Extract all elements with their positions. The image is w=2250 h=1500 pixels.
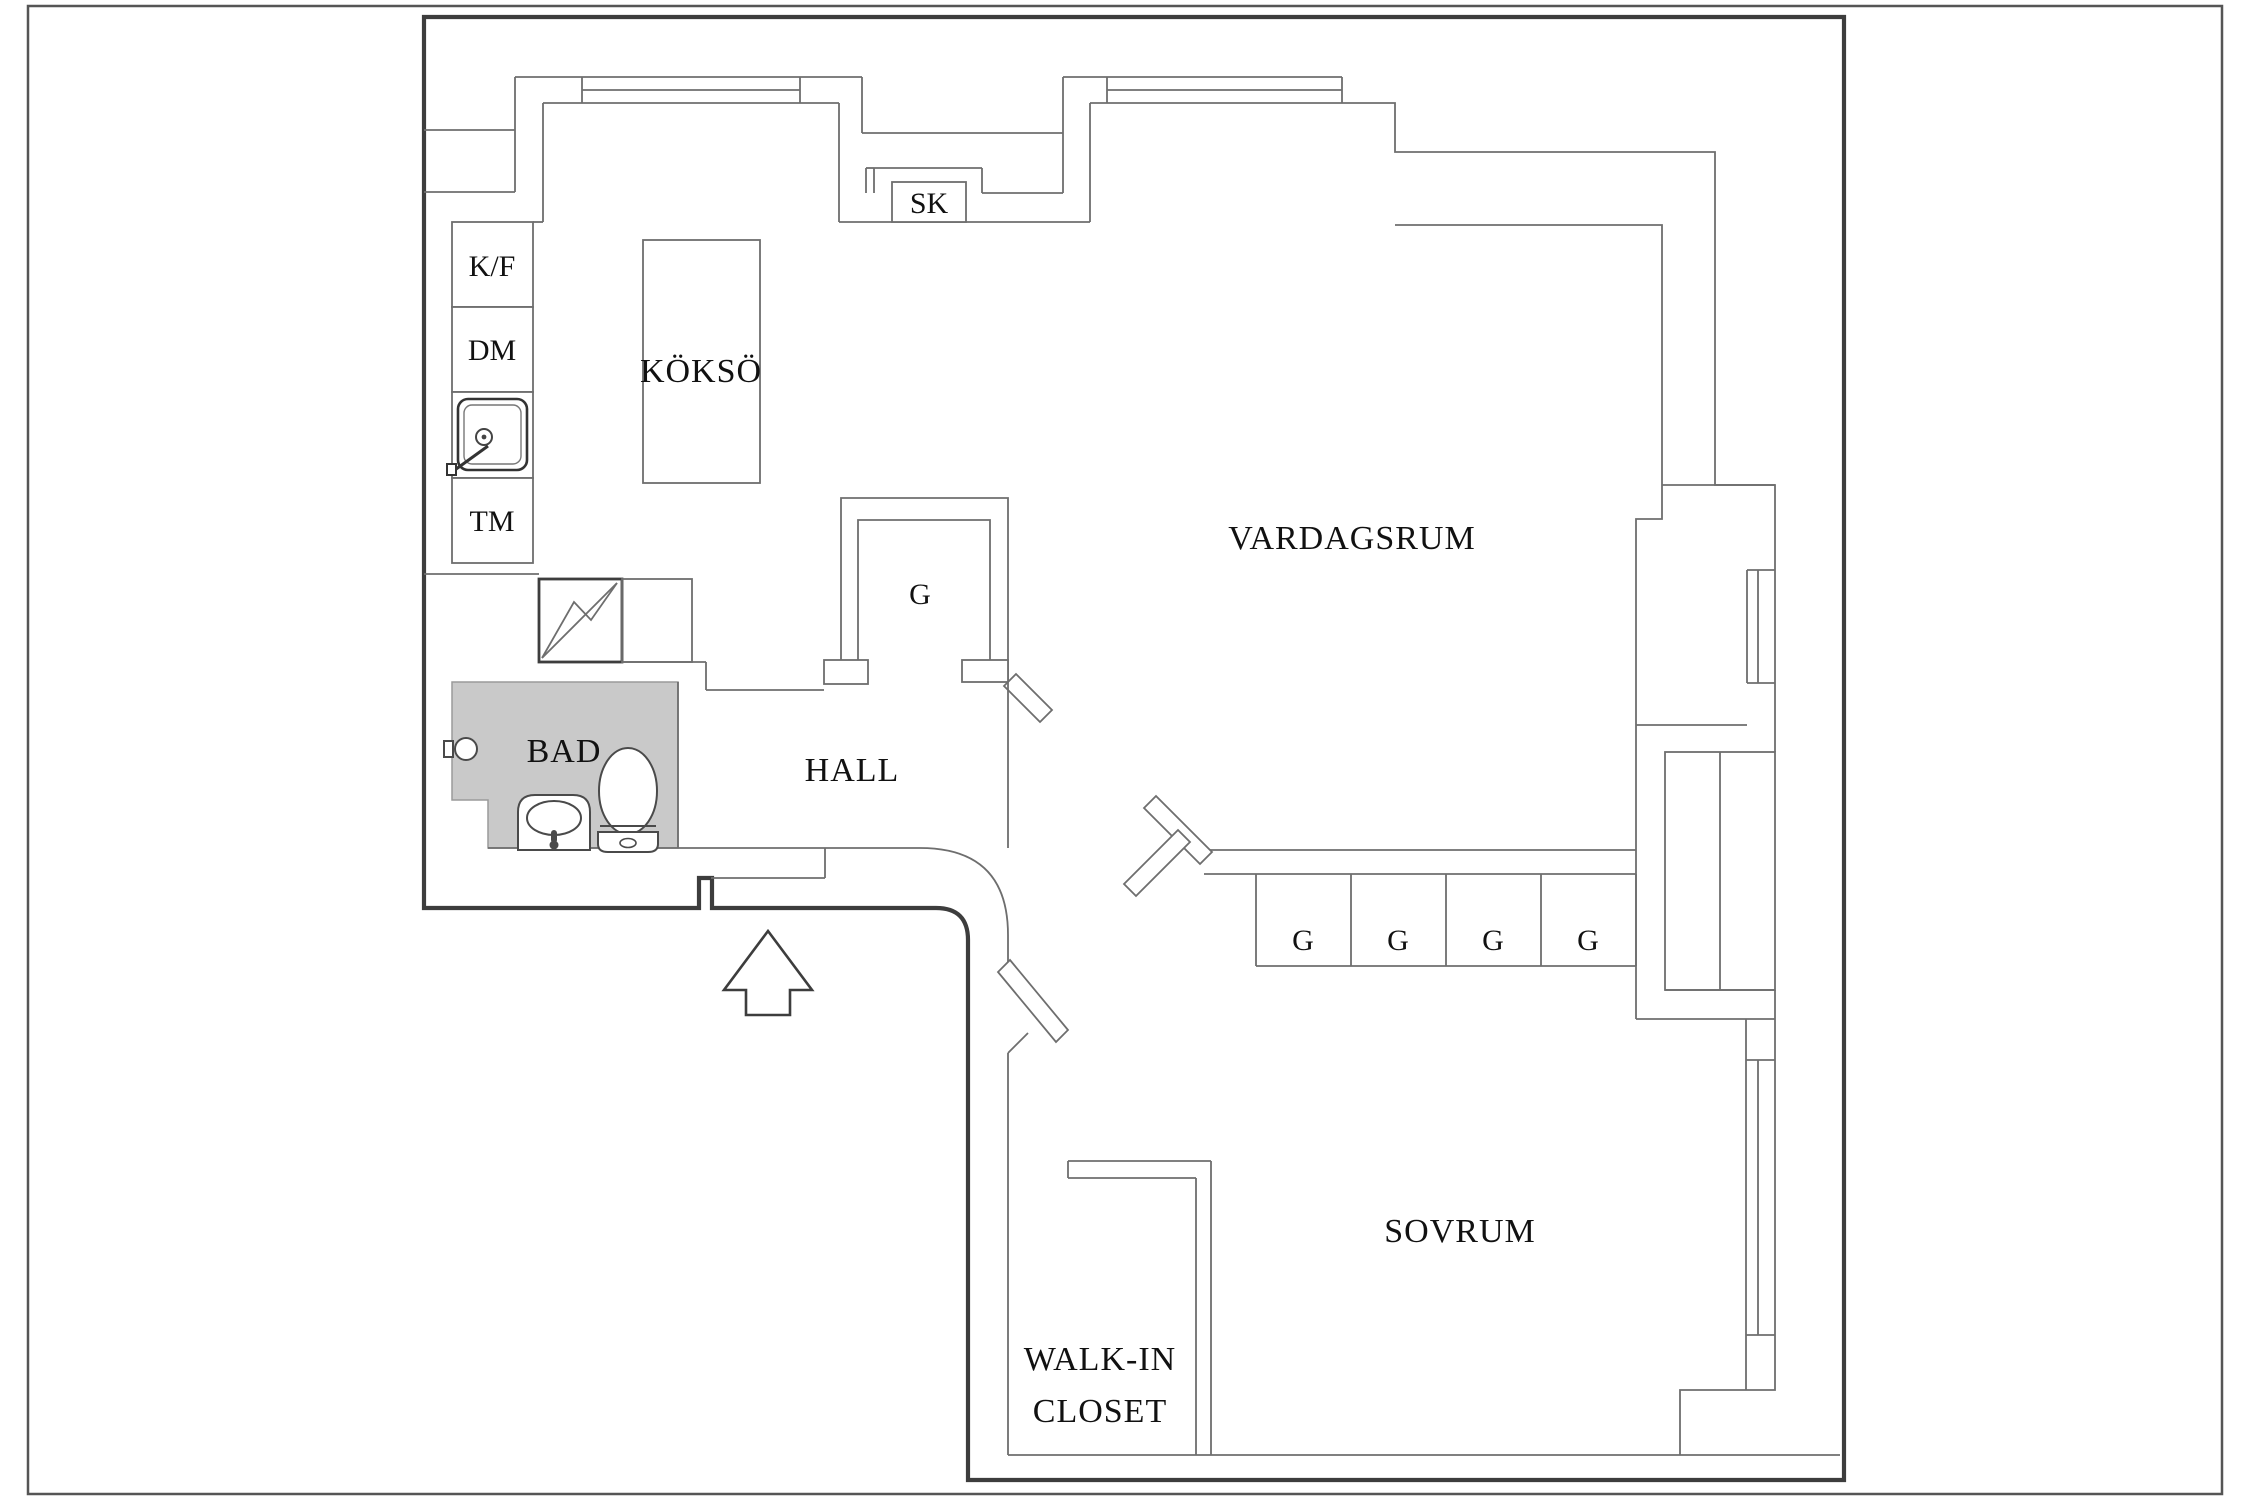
fridge-freezer-cabinet — [451, 221, 534, 308]
outer-wall — [421, 14, 1847, 1483]
north-facade-walls — [424, 76, 1342, 223]
door-handle-icon — [443, 737, 478, 761]
kitchen-island-label: KÖKSÖ — [640, 353, 762, 390]
kitchen-window — [581, 76, 801, 103]
corridor-walls — [919, 682, 1009, 963]
entrance-arrow-icon — [721, 928, 815, 1017]
dishwasher-cabinet — [451, 306, 534, 393]
bedroom-wardrobe-label: G — [1577, 924, 1599, 957]
east-facade-walls — [1342, 102, 1840, 1456]
walk-in-closet-label-line1: WALK-IN — [1024, 1341, 1176, 1378]
living-room-east-window — [1746, 569, 1776, 684]
bedroom-wardrobe-label: G — [1387, 924, 1409, 957]
living-room-label: VARDAGSRUM — [1228, 520, 1475, 557]
washing-machine-cabinet — [451, 477, 534, 564]
bedroom-wardrobe-label: G — [1482, 924, 1504, 957]
washing-machine-label: TM — [470, 505, 515, 538]
walk-in-closet-walls — [1007, 1032, 1680, 1456]
washbasin-icon — [517, 794, 591, 851]
bathroom-label: BAD — [527, 733, 602, 770]
kitchen-island — [642, 239, 761, 484]
hall-wardrobe-label: G — [909, 578, 931, 611]
sk-closet-label: SK — [910, 187, 949, 220]
hall-wardrobe-walls — [823, 497, 1054, 724]
kitchen-sink-icon — [446, 397, 529, 476]
fridge-freezer-label: K/F — [469, 250, 516, 283]
image-frame — [26, 4, 2224, 1496]
electrical-panel-icon — [537, 577, 693, 664]
walk-in-closet-door-leaf — [996, 958, 1070, 1044]
wardrobe-row-walls — [1204, 849, 1637, 967]
dishwasher-label: DM — [468, 334, 516, 367]
bedroom-wardrobe-label: G — [1292, 924, 1314, 957]
balcony-door-panel — [1664, 751, 1776, 991]
living-room-north-window — [1106, 76, 1343, 103]
walk-in-closet-label-line2: CLOSET — [1033, 1393, 1167, 1430]
hall-label: HALL — [805, 752, 900, 789]
living-room-door-leaf — [1122, 794, 1214, 898]
wardrobe-door-leaf — [1002, 672, 1054, 724]
bedroom-label: SOVRUM — [1384, 1213, 1535, 1250]
toilet-icon — [597, 747, 659, 853]
bedroom-east-window — [1745, 1059, 1776, 1336]
sk-closet-box — [891, 181, 967, 223]
